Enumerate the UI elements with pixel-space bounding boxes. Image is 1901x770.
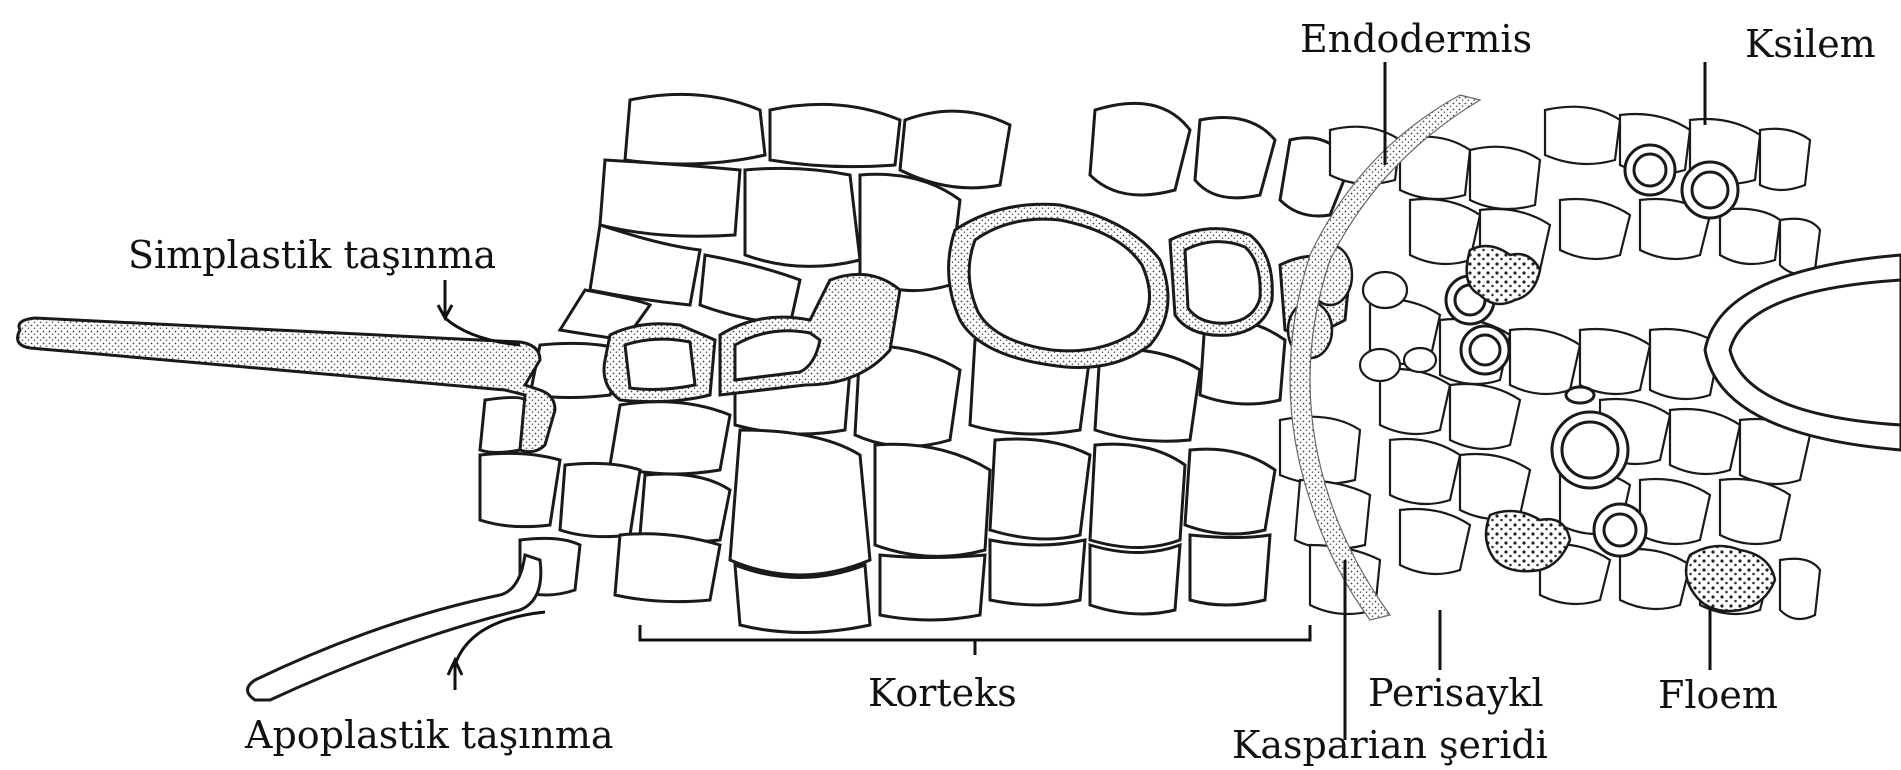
label-ksilem: Ksilem [1745,22,1876,66]
apoplastic-root-hair [248,555,541,700]
label-kasparian-seridi: Kasparian şeridi [1232,723,1548,767]
label-perisaykl: Perisaykl [1368,671,1543,715]
label-apoplastik-tasinma: Apoplastik taşınma [244,713,614,757]
label-simplastik-tasinma: Simplastik taşınma [128,233,496,277]
label-floem: Floem [1658,673,1778,717]
label-korteks: Korteks [868,671,1017,715]
label-endodermis: Endodermis [1300,17,1532,61]
